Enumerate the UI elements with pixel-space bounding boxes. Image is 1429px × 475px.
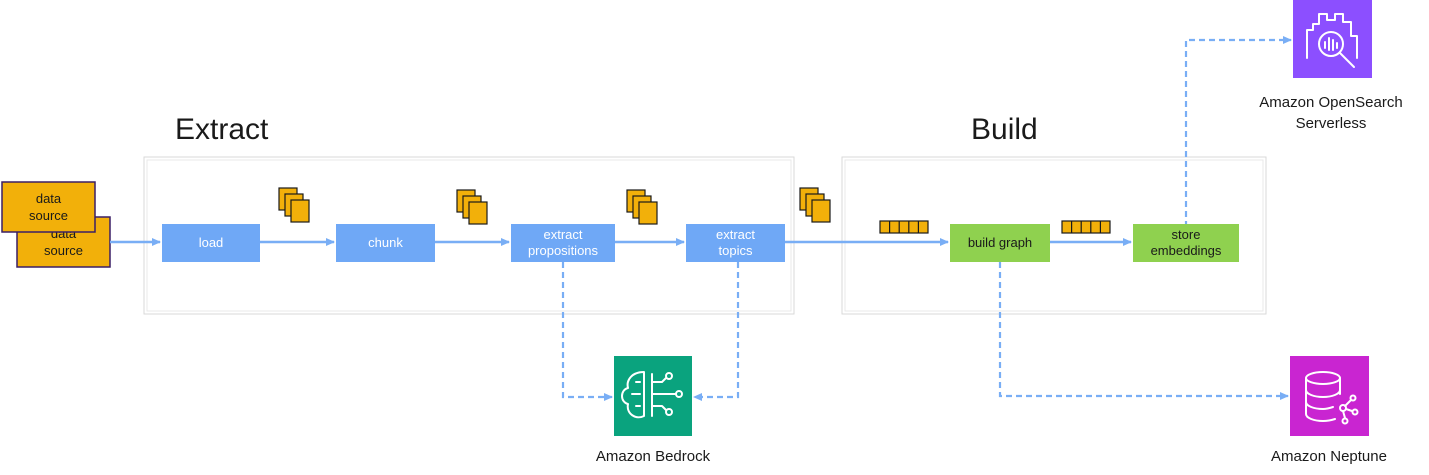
dashed-store-to-opensearch [1184, 36, 1292, 227]
document-stack-icon [456, 189, 488, 225]
build-title: Build [971, 113, 1038, 146]
search-magnifier-icon [1306, 13, 1358, 68]
chunk-step: chunk [336, 224, 435, 262]
extract-propositions-line1: extract [543, 227, 582, 242]
opensearch-icon-tile [1293, 0, 1372, 78]
database-graph-icon [1305, 371, 1359, 425]
extract-propositions-line2: propositions [528, 243, 599, 258]
data-source-front-line1: data [36, 191, 62, 206]
store-embeddings-line1: store [1172, 227, 1201, 242]
document-stack-icon [278, 187, 310, 223]
amazon-neptune-service: Amazon Neptune [1271, 356, 1387, 465]
dashed-build-graph-to-neptune [998, 262, 1289, 400]
build-graph-label: build graph [968, 235, 1032, 250]
document-stack-icon [626, 189, 658, 225]
dashed-connectors [561, 36, 1292, 401]
opensearch-label-line1: Amazon OpenSearch [1259, 94, 1402, 111]
data-source-back-line2: source [44, 243, 83, 258]
extract-topics-line2: topics [719, 243, 753, 258]
amazon-opensearch-service: Amazon OpenSearch Serverless [1259, 0, 1403, 132]
data-source-front: data source [1, 181, 96, 233]
extract-title: Extract [175, 113, 269, 146]
build-graph-step: build graph [950, 224, 1050, 262]
load-label: load [199, 235, 224, 250]
brain-circuit-icon [621, 371, 683, 419]
dashed-topics-to-bedrock [693, 262, 740, 401]
bedrock-label: Amazon Bedrock [596, 448, 711, 465]
extract-propositions-step: extract propositions [511, 224, 615, 262]
extract-topics-step: extract topics [686, 224, 785, 262]
store-embeddings-step: store embeddings [1133, 224, 1239, 262]
token-strip-icon [879, 220, 929, 234]
load-step: load [162, 224, 260, 262]
opensearch-label-line2: Serverless [1296, 115, 1367, 132]
build-section: Build [841, 113, 1267, 315]
data-source-front-line2: source [29, 208, 68, 223]
amazon-bedrock-service: Amazon Bedrock [596, 356, 711, 465]
dashed-propositions-to-bedrock [561, 262, 613, 401]
neptune-label: Amazon Neptune [1271, 448, 1387, 465]
store-embeddings-line2: embeddings [1151, 243, 1222, 258]
document-stack-icon [799, 187, 831, 223]
chunk-label: chunk [368, 235, 403, 250]
extract-section: Extract [143, 113, 795, 315]
token-strip-icon [1061, 220, 1111, 234]
extract-topics-line1: extract [716, 227, 755, 242]
